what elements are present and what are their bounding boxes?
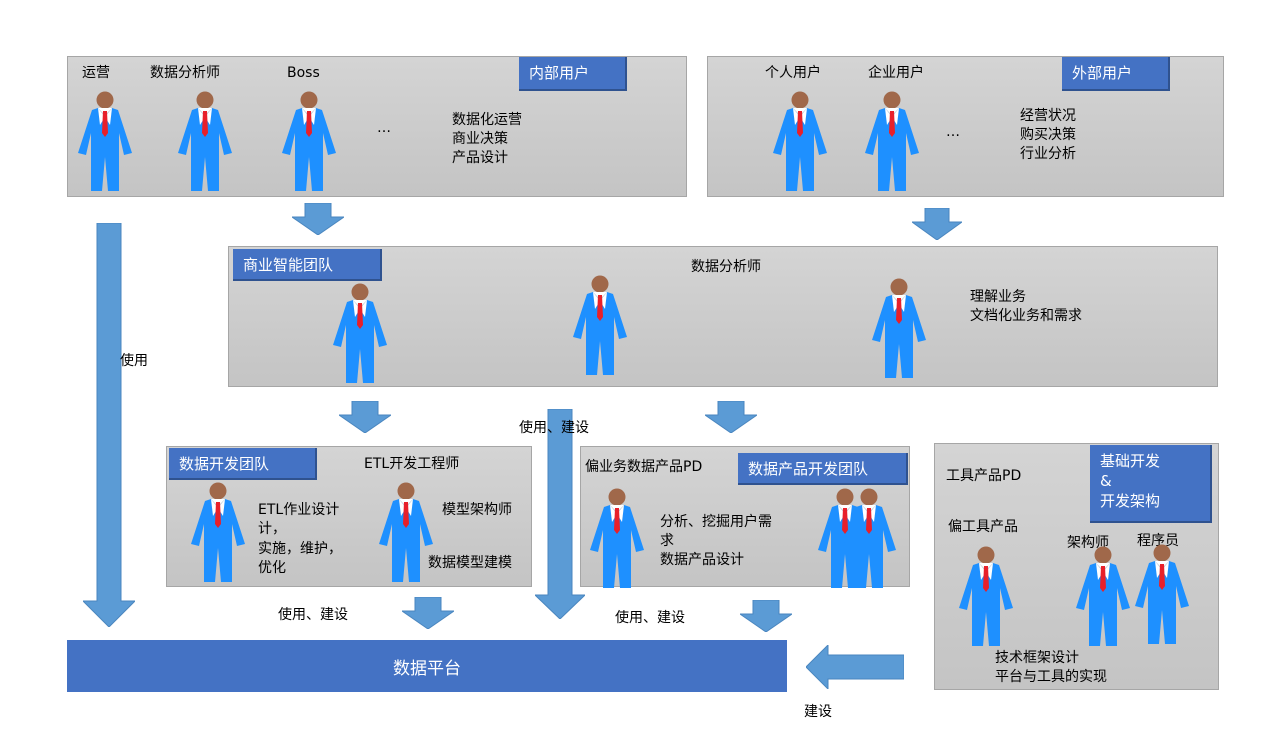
- role-analyst: 数据分析师: [150, 65, 220, 81]
- etl-task: 计，: [258, 521, 286, 537]
- person-icon: [189, 482, 247, 582]
- person-icon: [1133, 544, 1191, 644]
- bi-team-panel: [228, 246, 1218, 387]
- product-pd-role: 偏业务数据产品PD: [585, 459, 703, 475]
- use-build-label: 使用、建设: [519, 420, 589, 436]
- external-ellipsis: …: [946, 124, 960, 140]
- role-operations: 运营: [82, 65, 110, 81]
- person-icon: [771, 91, 829, 191]
- infra-task: 平台与工具的实现: [995, 669, 1107, 685]
- external-task: 经营状况: [1020, 108, 1076, 124]
- architect-role: 架构师: [1067, 535, 1109, 551]
- person-icon: [571, 275, 629, 375]
- etl-task: 优化: [258, 560, 286, 576]
- person-icon: [863, 91, 921, 191]
- tool-pd-sub: 偏工具产品: [948, 519, 1018, 535]
- infra-task: 技术框架设计: [995, 650, 1079, 666]
- etl-task: ETL作业设计: [258, 502, 340, 518]
- person-icon: [176, 91, 234, 191]
- product-task: 分析、挖掘用户需: [660, 514, 772, 530]
- internal-users-tag: 内部用户: [519, 57, 627, 91]
- infra-tag-line: 基础开发: [1100, 452, 1161, 470]
- person-icon: [280, 91, 338, 191]
- down-arrow: [705, 401, 757, 433]
- modeling-task: 数据模型建模: [428, 555, 512, 571]
- down-arrow: [402, 597, 454, 629]
- infra-tag-line: &: [1100, 472, 1112, 490]
- role-individual-user: 个人用户: [765, 65, 821, 81]
- person-icon: [588, 488, 646, 588]
- external-users-tag: 外部用户: [1062, 57, 1170, 91]
- person-icon: [840, 488, 898, 588]
- person-icon: [331, 283, 389, 383]
- bi-task: 理解业务: [970, 289, 1026, 305]
- bi-task: 文档化业务和需求: [970, 308, 1082, 324]
- internal-task: 产品设计: [452, 150, 508, 166]
- use-build-label: 使用、建设: [278, 607, 348, 623]
- data-dev-team-tag: 数据开发团队: [169, 448, 317, 480]
- down-arrow: [740, 600, 792, 632]
- external-task: 行业分析: [1020, 146, 1076, 162]
- external-task: 购买决策: [1020, 127, 1076, 143]
- internal-task: 商业决策: [452, 131, 508, 147]
- person-icon: [76, 91, 134, 191]
- role-boss: Boss: [287, 65, 320, 81]
- bi-role: 数据分析师: [691, 259, 761, 275]
- data-platform-bar: 数据平台: [67, 640, 787, 692]
- etl-task: 实施，维护，: [258, 541, 342, 557]
- bi-team-tag: 商业智能团队: [233, 249, 382, 281]
- infra-tag-line: 开发架构: [1100, 492, 1161, 510]
- down-arrow: [339, 401, 391, 433]
- internal-task: 数据化运营: [452, 112, 522, 128]
- build-arrow: [806, 645, 904, 689]
- product-task: 数据产品设计: [660, 552, 744, 568]
- data-product-team-tag: 数据产品开发团队: [738, 453, 908, 485]
- person-icon: [1074, 546, 1132, 646]
- role-enterprise-user: 企业用户: [868, 65, 924, 81]
- use-build-label: 使用、建设: [615, 610, 685, 626]
- person-icon: [377, 482, 435, 582]
- infra-team-tag: 基础开发 & 开发架构: [1090, 445, 1212, 523]
- use-build-arrow: [535, 409, 585, 619]
- person-icon: [870, 278, 928, 378]
- data-platform-label: 数据平台: [393, 658, 461, 679]
- use-arrow: [83, 223, 135, 627]
- down-arrow: [912, 208, 962, 240]
- etl-engineer-role: ETL开发工程师: [364, 456, 460, 472]
- programmer-role: 程序员: [1137, 533, 1179, 549]
- internal-ellipsis: …: [377, 120, 391, 136]
- build-label: 建设: [804, 704, 832, 720]
- product-task: 求: [660, 533, 674, 549]
- tool-pd-role: 工具产品PD: [946, 468, 1022, 484]
- use-label: 使用: [120, 353, 148, 369]
- person-icon: [957, 546, 1015, 646]
- down-arrow: [292, 203, 344, 235]
- modeler-role: 模型架构师: [442, 502, 512, 518]
